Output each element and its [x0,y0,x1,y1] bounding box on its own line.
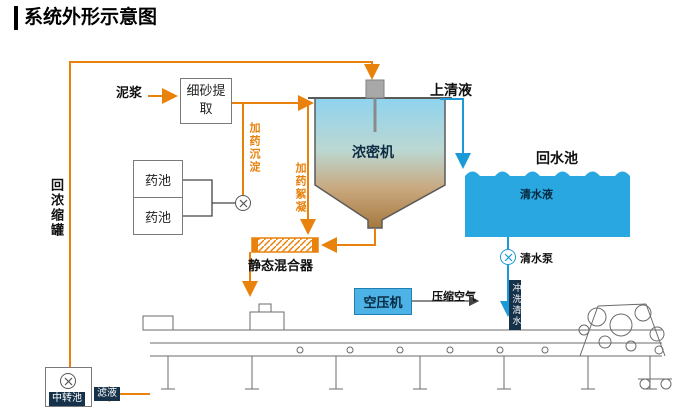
compressed-air-label: 压缩空气 [432,290,476,303]
clear-water-pump-icon [500,249,516,265]
flushing-water-label: 冲洗清水 [509,280,522,330]
return-concentrator-label: 回浓缩罐 [48,178,63,238]
dosing-pump-icon [235,195,251,211]
return-water-pool-shape [465,171,630,237]
static-mixer-label: 静态混合器 [248,259,314,274]
chem-pool-box-2: 药池 [133,197,183,235]
page-title: 系统外形示意图 [14,6,157,30]
return-pool-label: 回水池 [536,151,578,167]
slurry-lines [69,61,380,402]
utility-lines [183,179,480,307]
dosing-sedimentation-label: 加药沉淀 [248,122,261,174]
agitator-motor [365,79,385,99]
thickener-label: 浓密机 [352,145,394,161]
clear-water-label: 清水液 [520,188,553,201]
dosing-flocculation-label: 加药絮凝 [294,162,307,214]
mud-label: 泥浆 [116,86,143,101]
belt-filter-press [142,303,672,390]
chem-pool-box-1: 药池 [133,160,183,198]
transfer-pool-label: 中转池 [49,392,85,406]
supernatant-label: 上清液 [430,83,472,99]
clear-water-pump-label: 清水泵 [520,252,553,265]
transfer-pump-icon [60,373,76,389]
thickener-shape [308,79,452,229]
static-mixer-shape [251,237,319,253]
filtrate-label: 滤液 [94,387,120,401]
air-compressor-box: 空压机 [354,288,412,315]
sand-extraction-box: 细砂提取 [180,78,232,124]
